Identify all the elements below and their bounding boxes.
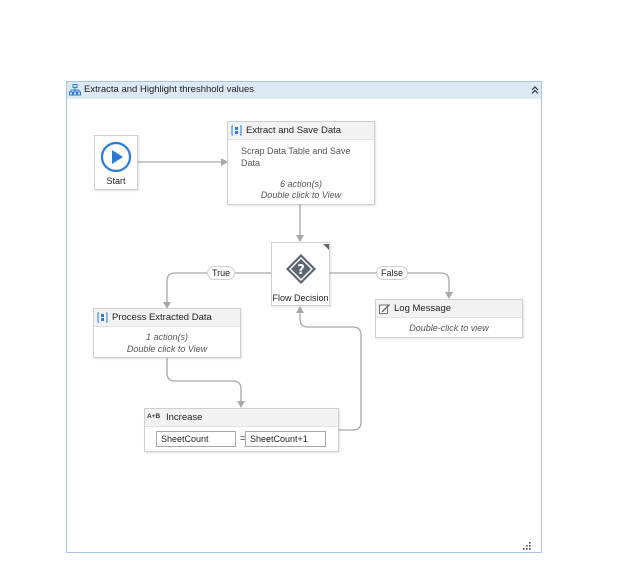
- arrowhead: [237, 401, 245, 408]
- process-extracted-data-node[interactable]: Process Extracted Data 1 action(s) Doubl…: [93, 308, 241, 358]
- flowchart-icon: [69, 84, 81, 96]
- extract-and-save-data-node[interactable]: Extract and Save Data Scrap Data Table a…: [227, 121, 375, 205]
- start-node[interactable]: Start: [94, 135, 138, 190]
- decision-label: Flow Decision: [272, 293, 329, 303]
- node-header: Process Extracted Data: [94, 309, 240, 327]
- increase-assign-node[interactable]: A+B Increase SheetCount = SheetCount+1: [144, 408, 339, 452]
- assign-value-field[interactable]: SheetCount+1: [245, 431, 326, 447]
- container-header[interactable]: [67, 82, 541, 99]
- double-click-hint: Double click to View: [126, 344, 208, 354]
- log-pencil-icon: [379, 304, 390, 314]
- action-count: 6 action(s): [279, 179, 323, 189]
- arrowhead: [163, 302, 171, 309]
- corner-marker-icon: [323, 244, 329, 250]
- sequence-icon: [97, 312, 108, 323]
- decision-diamond-icon: ?: [286, 254, 316, 284]
- arrowhead: [221, 158, 228, 166]
- svg-text:?: ?: [297, 263, 305, 278]
- arrowhead: [296, 235, 304, 242]
- assign-to-field[interactable]: SheetCount: [156, 431, 236, 447]
- node-title: Process Extracted Data: [112, 312, 212, 323]
- false-branch-label[interactable]: False: [376, 266, 409, 280]
- container-title: Extracta and Highlight threshhold values: [84, 84, 255, 95]
- node-description: Scrap Data Table and Save Data: [241, 146, 351, 168]
- wire-decision-true: [166, 272, 271, 303]
- wire-process-to-increase: [166, 358, 242, 402]
- node-title: Extract and Save Data: [246, 125, 342, 136]
- node-header: Log Message: [376, 300, 522, 318]
- assign-operator: =: [240, 433, 246, 443]
- double-click-hint: Double click to View: [260, 190, 342, 200]
- collapse-chevron-icon[interactable]: [529, 84, 541, 96]
- log-message-node[interactable]: Log Message Double-click to view: [375, 299, 523, 338]
- node-header: A+B Increase: [145, 409, 338, 427]
- flow-decision-node[interactable]: ? Flow Decision: [271, 242, 330, 306]
- assign-icon: A+B: [147, 413, 161, 420]
- sequence-icon: [231, 125, 242, 136]
- true-branch-label[interactable]: True: [207, 266, 236, 280]
- wire-decision-false: [330, 272, 450, 293]
- node-header: Extract and Save Data: [228, 122, 374, 140]
- resize-grip-icon[interactable]: [522, 541, 531, 550]
- node-title: Increase: [166, 412, 203, 423]
- double-click-hint: Double-click to view: [409, 323, 489, 333]
- action-count: 1 action(s): [145, 332, 189, 342]
- wire-increase-to-decision: [299, 312, 362, 431]
- arrowhead: [296, 306, 304, 313]
- start-label: Start: [106, 176, 126, 186]
- arrowhead: [445, 292, 453, 299]
- play-icon: [100, 141, 132, 173]
- node-title: Log Message: [394, 303, 452, 314]
